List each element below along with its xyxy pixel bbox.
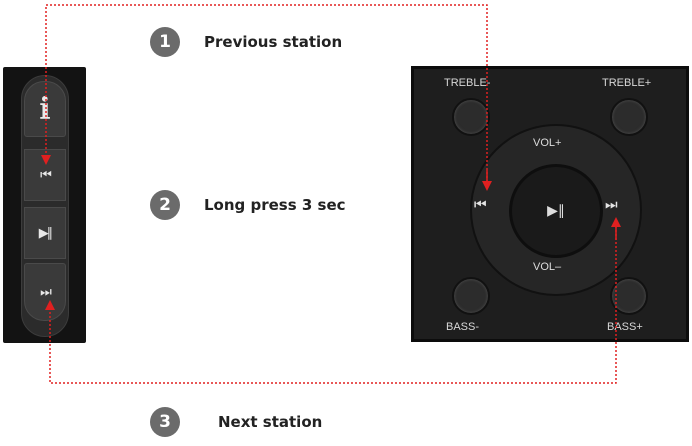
previous-track-icon: ⏮ bbox=[40, 167, 52, 183]
next-track-icon[interactable]: ⏭ bbox=[605, 197, 618, 213]
previous-track-icon[interactable]: ⏮ bbox=[474, 197, 487, 213]
treble-minus-label: TREBLE- bbox=[444, 77, 491, 89]
step-3: 3 Next station bbox=[150, 407, 322, 437]
next-track-icon: ⏭ bbox=[40, 284, 52, 300]
bass-minus-label: BASS- bbox=[446, 321, 480, 333]
play-pause-icon: ▶∥ bbox=[38, 225, 53, 241]
step-label: Next station bbox=[218, 413, 323, 431]
step-label: Previous station bbox=[204, 33, 343, 51]
step-number: 3 bbox=[150, 407, 180, 437]
vol-minus-label: VOL– bbox=[533, 261, 562, 273]
bass-plus-button[interactable] bbox=[610, 277, 648, 315]
bass-plus-label: BASS+ bbox=[607, 321, 643, 333]
play-pause-button[interactable]: ▶∥ bbox=[509, 164, 603, 258]
step-2: 2 Long press 3 sec bbox=[150, 190, 346, 220]
treble-plus-button[interactable] bbox=[610, 98, 648, 136]
device-button-panel: i ⏮ ▶∥ ⏭ bbox=[3, 67, 86, 343]
treble-minus-button[interactable] bbox=[452, 98, 490, 136]
step-number: 1 bbox=[150, 27, 180, 57]
bass-minus-button[interactable] bbox=[452, 277, 490, 315]
vol-plus-label: VOL+ bbox=[533, 137, 562, 149]
step-number: 2 bbox=[150, 190, 180, 220]
next-button[interactable]: ⏭ bbox=[24, 263, 66, 321]
play-pause-button[interactable]: ▶∥ bbox=[24, 207, 66, 259]
previous-button[interactable]: ⏮ bbox=[24, 149, 66, 201]
step-label: Long press 3 sec bbox=[204, 196, 346, 214]
info-button[interactable]: i bbox=[24, 81, 66, 137]
step-1: 1 Previous station bbox=[150, 27, 342, 57]
info-icon: i bbox=[39, 91, 51, 127]
play-pause-icon: ▶∥ bbox=[547, 203, 565, 219]
treble-plus-label: TREBLE+ bbox=[602, 77, 652, 89]
remote-control: TREBLE- TREBLE+ VOL+ VOL– ⏮ ⏭ ▶∥ BASS- B… bbox=[411, 66, 689, 342]
